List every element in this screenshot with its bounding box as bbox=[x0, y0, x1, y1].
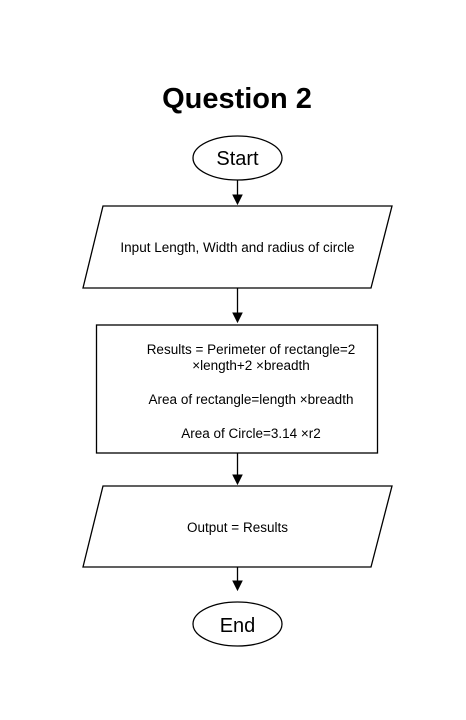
edge-input-to-process bbox=[232, 288, 243, 324]
input-parallelogram-shape bbox=[82, 205, 393, 289]
arrowhead bbox=[232, 312, 243, 324]
start-label: Start bbox=[216, 148, 259, 170]
output-node: Output = Results bbox=[82, 485, 393, 568]
edge-process-to-output bbox=[232, 453, 243, 486]
arrowhead bbox=[232, 580, 243, 592]
input-label: Input Length, Width and radius of circle bbox=[120, 240, 354, 255]
edge-start-to-input bbox=[232, 180, 243, 206]
end-node: End bbox=[192, 601, 283, 647]
process-line-1: Results = Perimeter of rectangle=2 bbox=[147, 342, 356, 357]
process-line-2: ×length+2 ×breadth bbox=[192, 358, 309, 373]
end-label: End bbox=[220, 615, 256, 637]
output-parallelogram-shape bbox=[82, 485, 393, 568]
input-node: Input Length, Width and radius of circle bbox=[82, 205, 393, 289]
process-line-3: Area of rectangle=length ×breadth bbox=[149, 392, 354, 407]
arrowhead bbox=[232, 474, 243, 486]
arrowhead bbox=[232, 194, 243, 206]
process-rectangle-shape bbox=[95, 324, 379, 454]
edge-output-to-end bbox=[232, 567, 243, 592]
end-terminal-shape bbox=[192, 601, 283, 647]
diagram-title: Question 2 bbox=[162, 83, 312, 115]
start-node: Start bbox=[192, 135, 283, 181]
output-label: Output = Results bbox=[187, 520, 288, 535]
process-line-4: Area of Circle=3.14 ×r2 bbox=[181, 426, 321, 441]
process-node: Results = Perimeter of rectangle=2 ×leng… bbox=[95, 324, 379, 454]
